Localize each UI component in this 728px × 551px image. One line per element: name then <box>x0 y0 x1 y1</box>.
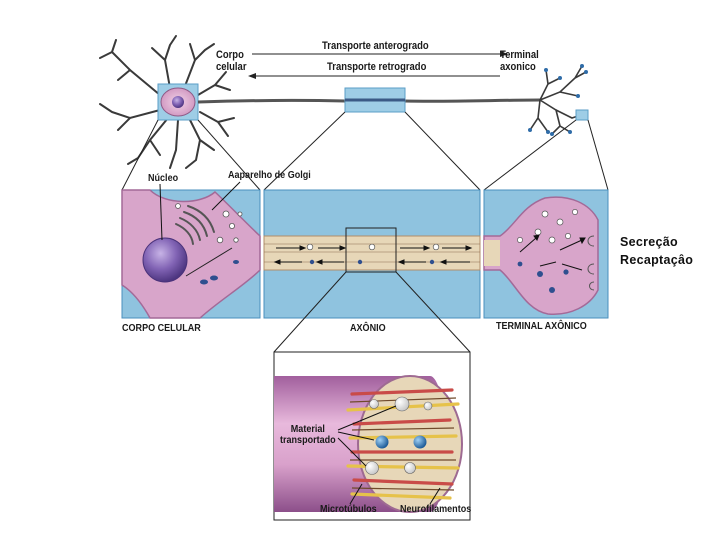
axon-shaft <box>263 235 481 271</box>
retrograde-arrowhead-icon <box>248 73 256 79</box>
panel-cell-body <box>121 189 261 319</box>
transported-material-blue <box>375 435 427 449</box>
nucleus-small-icon <box>172 96 184 108</box>
axon-anterograde-arrows <box>276 245 473 251</box>
zoom-connectors-bottom <box>273 271 471 353</box>
label-transporte-retrogrado: Transporte retrogrado <box>327 61 427 73</box>
label-secrecao: Secreção <box>620 235 678 249</box>
cell-body-flow-arrow <box>185 247 233 277</box>
label-terminal-axonico-top: Terminal axonico <box>500 49 539 73</box>
label-terminal-axonico-panel: TERMINAL AXÔNICO <box>496 320 587 332</box>
label-neurofilamentos: Neurofilamentos <box>400 503 472 515</box>
terminal-bouton <box>483 196 599 315</box>
label-recaptacao: Recaptaçâo <box>620 253 694 267</box>
label-pointers <box>159 181 241 241</box>
label-material-transportado-text: Material transportado <box>280 423 336 447</box>
neuron-overview <box>99 35 589 169</box>
golgi-apparatus-icon <box>175 205 215 245</box>
nucleus-icon <box>142 237 188 283</box>
terminal-dark-vesicles <box>517 261 569 293</box>
dendrites <box>99 35 235 169</box>
label-corpo-celular-top: Corpo celular <box>216 49 247 73</box>
cell-body-dark-vesicles <box>200 260 239 285</box>
axon-vesicles <box>306 243 440 265</box>
axon-zoom-box <box>345 227 397 273</box>
zoom-connectors-top <box>121 111 609 191</box>
label-transporte-anterogrado: Transporte anterogrado <box>322 40 429 52</box>
panel-axon-terminal <box>483 189 609 319</box>
label-terminal-axonico-text: Terminal axonico <box>500 49 539 73</box>
label-corpo-celular-panel: CORPO CELULAR <box>122 322 201 334</box>
axon-retrograde-arrows <box>273 259 470 265</box>
label-microtubulos: Microtúbulos <box>320 503 377 515</box>
terminal-arrows <box>519 234 586 271</box>
panel-axon <box>263 189 481 319</box>
axon-cross-section <box>357 375 463 513</box>
terminal-highlight-box <box>575 109 589 121</box>
transported-material-white <box>365 396 433 475</box>
exocytosis-sites <box>587 235 595 291</box>
legend-pointer-lines <box>349 483 441 505</box>
anterograde-arrowhead-icon <box>500 51 508 57</box>
cytoskeleton-detail <box>273 351 471 521</box>
label-corpo-celular-text: Corpo celular <box>216 49 247 73</box>
label-material-transportado: Material transportado <box>280 423 336 447</box>
cell-body-membrane <box>121 189 261 319</box>
label-aparelho-golgi: Aaparelho de Golgi <box>228 169 311 181</box>
terminal-axon-shaft <box>484 240 500 266</box>
material-pointer-lines <box>337 405 397 467</box>
golgi-vesicles <box>175 203 243 244</box>
label-nucleo: Núcleo <box>148 172 179 184</box>
label-axonio-panel: AXÔNIO <box>350 322 386 334</box>
